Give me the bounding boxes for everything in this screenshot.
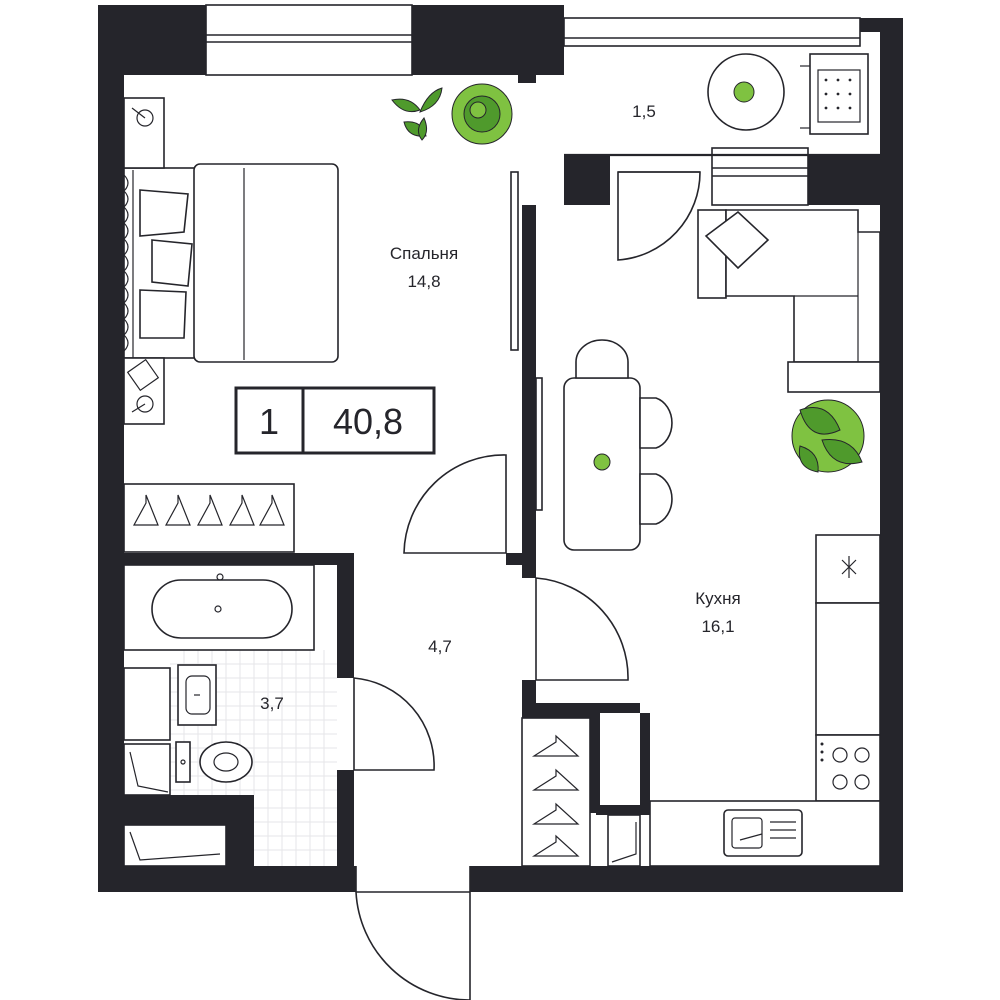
balcony-area: 1,5 — [632, 102, 656, 121]
sink-icon — [177, 664, 217, 726]
hall-area: 4,7 — [428, 637, 452, 656]
toilet-icon — [175, 741, 253, 783]
kitchen-counter — [649, 534, 881, 867]
bathroom-area: 3,7 — [260, 694, 284, 713]
nightstand — [123, 97, 165, 425]
summary-badge: 1 40,8 — [234, 386, 436, 455]
sink-icon — [723, 809, 803, 857]
kitchen-area: 16,1 — [701, 617, 734, 636]
kitchen-name: Кухня — [695, 589, 741, 608]
chair-icon — [575, 339, 673, 525]
bedroom-area: 14,8 — [407, 272, 440, 291]
bathtub-icon — [123, 564, 315, 651]
plant-icon — [391, 83, 513, 145]
bed-icon — [123, 163, 339, 363]
walls — [98, 5, 903, 892]
windows — [205, 4, 880, 206]
sofa-icon — [697, 209, 881, 393]
total-area: 40,8 — [333, 401, 403, 442]
plant-icon — [791, 399, 865, 473]
stove-icon — [815, 734, 881, 802]
table-icon — [563, 377, 641, 551]
hanger-icon — [521, 717, 591, 867]
rooms-count: 1 — [259, 401, 279, 442]
balcony-furniture — [707, 53, 869, 135]
bedroom-name: Спальня — [390, 244, 458, 263]
wardrobe — [123, 483, 295, 553]
